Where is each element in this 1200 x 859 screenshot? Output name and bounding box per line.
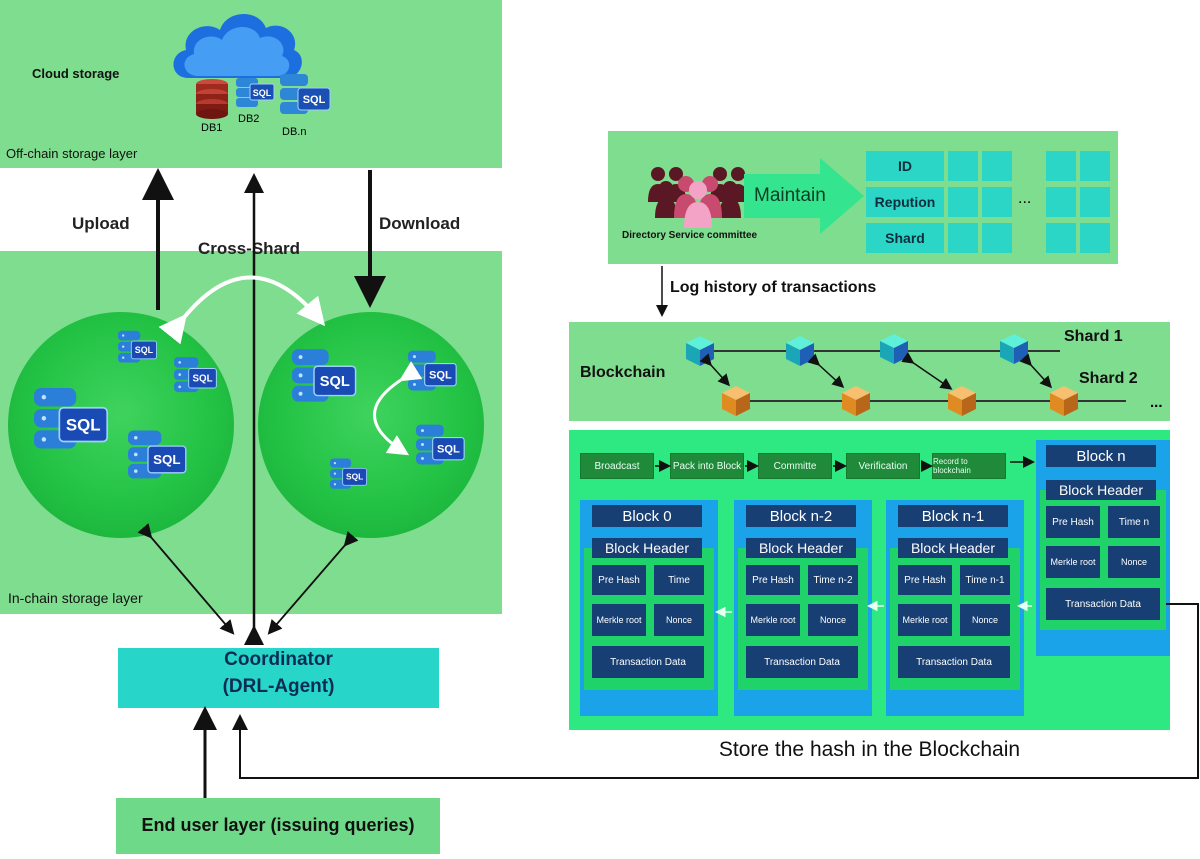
cloud-icon: [173, 13, 302, 78]
end-user-layer-box: [116, 798, 440, 854]
block-cube-teal: [880, 334, 908, 364]
svg-text:SQL: SQL: [253, 88, 272, 98]
database-sql-icon-dbn: SQL: [280, 74, 331, 114]
dbn-label: DB.n: [282, 126, 307, 138]
directory-cell: [948, 187, 978, 217]
directory-cell: [1046, 223, 1076, 253]
block-n-tx: Transaction Data: [1046, 588, 1160, 620]
block-n-time: Time n: [1108, 506, 1160, 538]
flow-step-verification: Verification: [846, 453, 920, 479]
block-cube-orange: [842, 386, 870, 416]
block-n-2-title: Block n-2: [746, 505, 856, 527]
block-n-1-nonce: Nonce: [960, 604, 1010, 636]
sql-database-icon: [292, 348, 357, 403]
block-n-merkle: Merkle root: [1046, 546, 1100, 578]
download-label: Download: [379, 214, 461, 233]
block-0-header: Block Header: [592, 538, 702, 558]
coordinator-title: Coordinator: [224, 649, 333, 670]
sql-database-icon: [330, 458, 368, 490]
block-n-2-time: Time n-2: [808, 565, 858, 595]
directory-cell: [982, 223, 1012, 253]
directory-cell: [948, 151, 978, 181]
svg-text:SQL: SQL: [303, 94, 326, 106]
block-0-tx: Transaction Data: [592, 646, 704, 678]
block-0-title: Block 0: [592, 505, 702, 527]
directory-row-id: ID: [866, 151, 944, 181]
shard2-label: Shard 2: [1079, 370, 1138, 387]
sql-database-icon: [128, 430, 187, 480]
block-n-title: Block n: [1046, 445, 1156, 467]
committee-people-icon: [648, 167, 748, 228]
block-0-merkle: Merkle root: [592, 604, 646, 636]
directory-ellipsis: ...: [1018, 190, 1032, 207]
maintain-arrow-icon: [744, 158, 864, 234]
block-n-nonce: Nonce: [1108, 546, 1160, 578]
directory-cell: [1080, 151, 1110, 181]
block-n-2-header: Block Header: [746, 538, 856, 558]
block-cube-teal: [686, 336, 714, 366]
upload-label: Upload: [72, 214, 130, 233]
shard1-chain-line: [700, 350, 1020, 352]
directory-cell: [1080, 223, 1110, 253]
directory-cell: [1046, 187, 1076, 217]
directory-cell: [982, 187, 1012, 217]
block-n-prehash: Pre Hash: [1046, 506, 1100, 538]
block-n-2-merkle: Merkle root: [746, 604, 800, 636]
coordinator-subtitle: (DRL-Agent): [222, 676, 335, 697]
block-cube-teal: [1000, 334, 1028, 364]
directory-row-shard: Shard: [866, 223, 944, 253]
sql-database-icon: [416, 424, 465, 466]
block-n-2-prehash: Pre Hash: [746, 565, 800, 595]
sql-database-icon: [34, 388, 109, 450]
block-n-1-header: Block Header: [898, 538, 1008, 558]
sql-database-icon: [408, 350, 457, 392]
flow-step-pack: Pack into Block: [670, 453, 744, 479]
shard1-label: Shard 1: [1064, 328, 1123, 345]
directory-cell: [1080, 187, 1110, 217]
database-sql-icon-db2: SQL: [236, 78, 275, 107]
log-history-label: Log history of transactions: [670, 279, 877, 296]
block-0-time: Time: [654, 565, 704, 595]
cloud-storage-label: Cloud storage: [32, 66, 120, 81]
store-hash-label: Store the hash in the Blockchain: [718, 738, 1021, 761]
block-cube-teal: [786, 336, 814, 366]
block-n-1-time: Time n-1: [960, 565, 1010, 595]
block-n-1-merkle: Merkle root: [898, 604, 952, 636]
end-user-layer-label: End user layer (issuing queries): [141, 815, 415, 835]
block-n-2-tx: Transaction Data: [746, 646, 858, 678]
offchain-layer-label: Off-chain storage layer: [6, 146, 138, 161]
block-n-1-title: Block n-1: [898, 505, 1008, 527]
database-red-icon: [196, 79, 228, 119]
maintain-label: Maintain: [754, 185, 826, 206]
db2-label: DB2: [238, 113, 260, 125]
cross-shard-label: Cross-Shard: [198, 239, 301, 258]
block-n-header: Block Header: [1046, 480, 1156, 500]
block-cube-orange: [1050, 386, 1078, 416]
db1-label: DB1: [201, 122, 223, 134]
flow-step-broadcast: Broadcast: [580, 453, 654, 479]
sql-database-icon: [118, 330, 157, 363]
flow-step-record: Record to blockchain: [932, 453, 1006, 479]
directory-cell: [982, 151, 1012, 181]
directory-cell: [948, 223, 978, 253]
block-n-1-tx: Transaction Data: [898, 646, 1010, 678]
directory-cell: [1046, 151, 1076, 181]
block-n-1-prehash: Pre Hash: [898, 565, 952, 595]
sql-database-icon: [174, 356, 217, 393]
block-0-prehash: Pre Hash: [592, 565, 646, 595]
block-0-nonce: Nonce: [654, 604, 704, 636]
shard2-chain-line: [736, 400, 1126, 402]
inchain-layer-label: In-chain storage layer: [8, 590, 143, 606]
block-cube-orange: [722, 386, 750, 416]
shard1-chain-line-tail: [1020, 350, 1060, 352]
directory-row-reputation: Repution: [866, 187, 944, 217]
blockchain-ellipsis: ...: [1150, 394, 1163, 411]
block-n-2-nonce: Nonce: [808, 604, 858, 636]
committee-label: Directory Service committee: [622, 230, 758, 241]
blockchain-label: Blockchain: [580, 364, 666, 381]
flow-step-committe: Committe: [758, 453, 832, 479]
block-cube-orange: [948, 386, 976, 416]
